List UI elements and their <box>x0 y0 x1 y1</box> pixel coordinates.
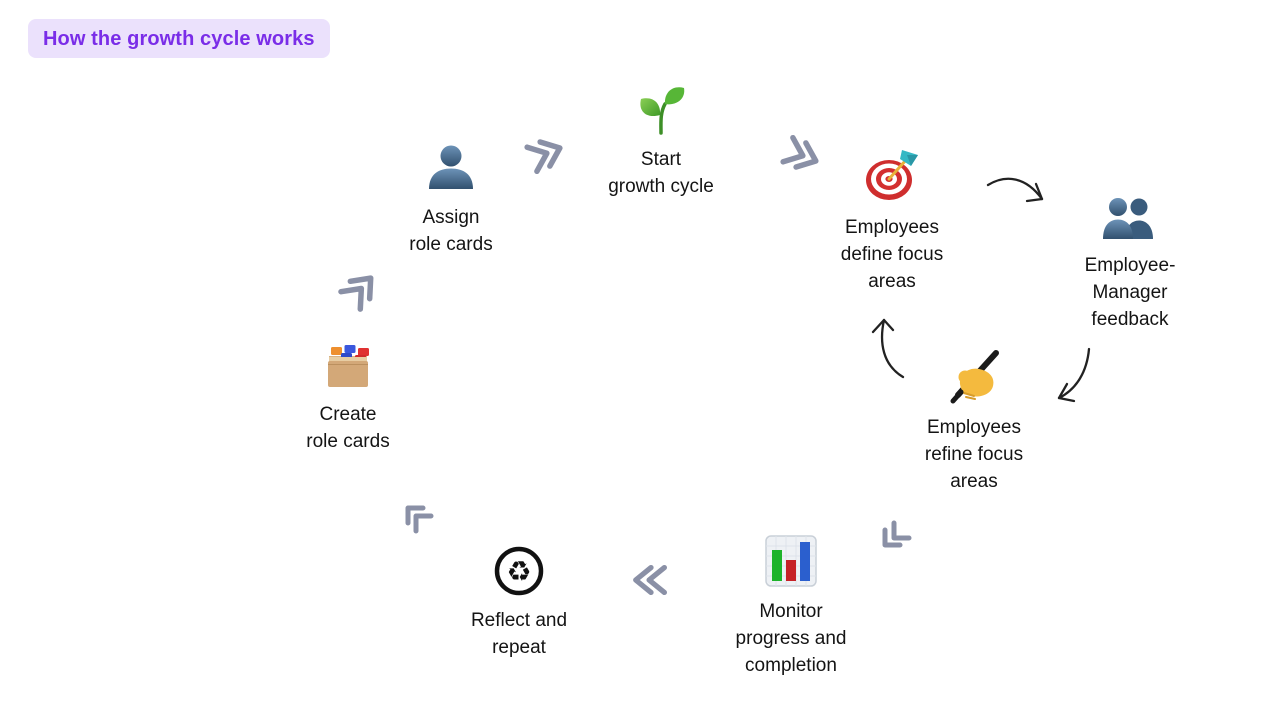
arrow-refine-to-monitor double-corner-icon <box>877 519 915 557</box>
step-create-role-cards: Create role cards <box>248 342 448 455</box>
svg-text:♻: ♻ <box>506 555 531 588</box>
diagram-title-badge: How the growth cycle works <box>28 19 330 58</box>
step-label: Create role cards <box>306 404 390 452</box>
step-assign-role-cards: Assign role cards <box>351 141 551 258</box>
card-index-box-icon <box>321 342 375 392</box>
two-people-icon <box>1101 195 1159 243</box>
step-employees-refine-focus-areas: Employees refine focus areas <box>874 349 1074 495</box>
step-label: Employees define focus areas <box>840 217 944 292</box>
arrow-start-to-define double-chevron-icon <box>772 126 829 183</box>
person-icon <box>424 141 478 195</box>
step-label: Monitor progress and completion <box>735 601 847 676</box>
step-employee-manager-feedback: Employee- Manager feedback <box>1030 195 1230 333</box>
arrow-create-to-assign double-chevron-icon <box>329 259 391 321</box>
arrow-define-to-feedback curved-arrow-icon <box>984 171 1050 211</box>
arrow-assign-to-start double-chevron-icon <box>516 125 573 182</box>
step-start-growth-cycle: Start growth cycle <box>561 83 761 200</box>
step-label: Reflect and repeat <box>470 610 568 658</box>
arrow-monitor-to-reflect double-chevron-icon <box>630 559 672 601</box>
step-employees-define-focus-areas: Employees define focus areas <box>792 147 992 295</box>
bar-chart-icon <box>763 533 819 589</box>
seedling-icon <box>634 83 688 137</box>
step-label: Employee- Manager feedback <box>1084 255 1176 330</box>
arrow-feedback-to-refine curved-arrow-icon <box>1049 345 1095 407</box>
recycle-icon: ♻ <box>492 544 546 598</box>
step-monitor-progress-completion: Monitor progress and completion <box>691 533 891 679</box>
step-label: Employees refine focus areas <box>924 417 1024 492</box>
arrow-reflect-to-create double-corner-icon <box>398 500 436 538</box>
step-label: Start growth cycle <box>608 149 714 197</box>
step-reflect-and-repeat: ♻ Reflect and repeat <box>419 544 619 661</box>
step-label: Assign role cards <box>409 207 493 255</box>
target-dart-icon <box>863 147 921 205</box>
arrow-refine-to-define curved-arrow-icon <box>865 313 909 381</box>
writing-hand-icon <box>946 349 1002 405</box>
